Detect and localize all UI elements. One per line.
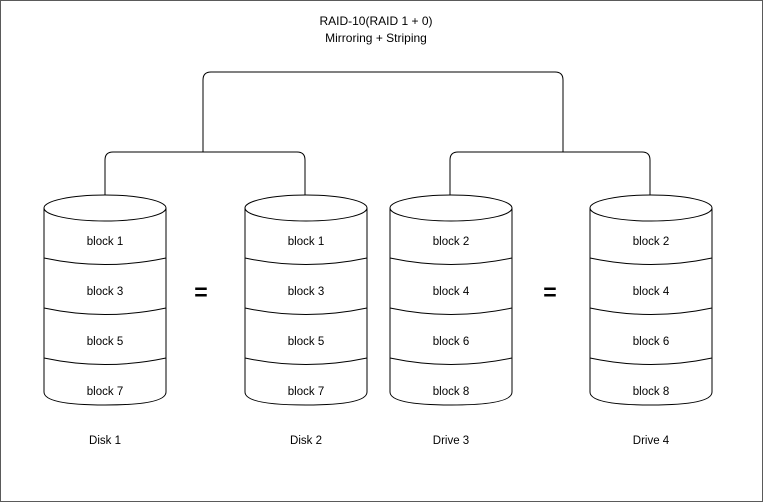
cylinder-divider [244,257,368,265]
cylinder-body [43,207,167,406]
block-label: block 5 [87,336,123,348]
block-label: block 3 [87,286,123,298]
cylinder-divider [43,307,167,315]
diagram-title-line2: Mirroring + Striping [325,31,427,45]
block-label: block 3 [288,286,324,298]
cylinder-divider [589,257,713,265]
disk-cylinder-drive-3[interactable]: block 2 block 4 block 6 block 8 [389,194,513,406]
cylinder-divider [589,357,713,365]
cylinder-divider [43,357,167,365]
disk-label-drive-3: Drive 3 [433,435,469,447]
cylinder-divider [389,257,513,265]
cylinder-divider [389,357,513,365]
cylinder-top-ellipse [589,194,713,222]
block-label: block 7 [87,386,123,398]
block-label: block 8 [633,386,669,398]
mirror-equals-symbol-a: = [194,279,207,305]
cylinder-body [389,207,513,406]
diagram-title-line1: RAID-10(RAID 1 + 0) [319,14,432,28]
mirror-group-a-bracket-connector [104,151,306,197]
mirror-group-b-bracket-connector [449,151,651,197]
disk-cylinder-disk-1[interactable]: block 1 block 3 block 5 block 7 [43,194,167,406]
cylinder-top-ellipse [43,194,167,222]
cylinder-divider [589,307,713,315]
disk-label-disk-1: Disk 1 [89,435,121,447]
block-label: block 1 [288,236,324,248]
cylinder-top-ellipse [389,194,513,222]
block-label: block 4 [633,286,670,298]
cylinder-divider [244,357,368,365]
cylinder-top-ellipse [244,194,368,222]
mirror-equals-symbol-b: = [543,279,556,305]
block-label: block 2 [633,236,669,248]
block-label: block 8 [433,386,469,398]
cylinder-body [244,207,368,406]
root-bracket-connector [202,71,564,152]
disk-cylinder-drive-4[interactable]: block 2 block 4 block 6 block 8 [589,194,713,406]
cylinder-divider [244,307,368,315]
cylinder-divider [43,257,167,265]
block-label: block 6 [633,336,669,348]
block-label: block 5 [288,336,324,348]
block-label: block 1 [87,236,123,248]
disk-cylinder-disk-2[interactable]: block 1 block 3 block 5 block 7 [244,194,368,406]
disk-label-disk-2: Disk 2 [290,435,322,447]
cylinder-body [589,207,713,406]
disk-label-drive-4: Drive 4 [633,435,670,447]
block-label: block 6 [433,336,469,348]
block-label: block 4 [433,286,470,298]
cylinder-divider [389,307,513,315]
block-label: block 7 [288,386,324,398]
block-label: block 2 [433,236,469,248]
